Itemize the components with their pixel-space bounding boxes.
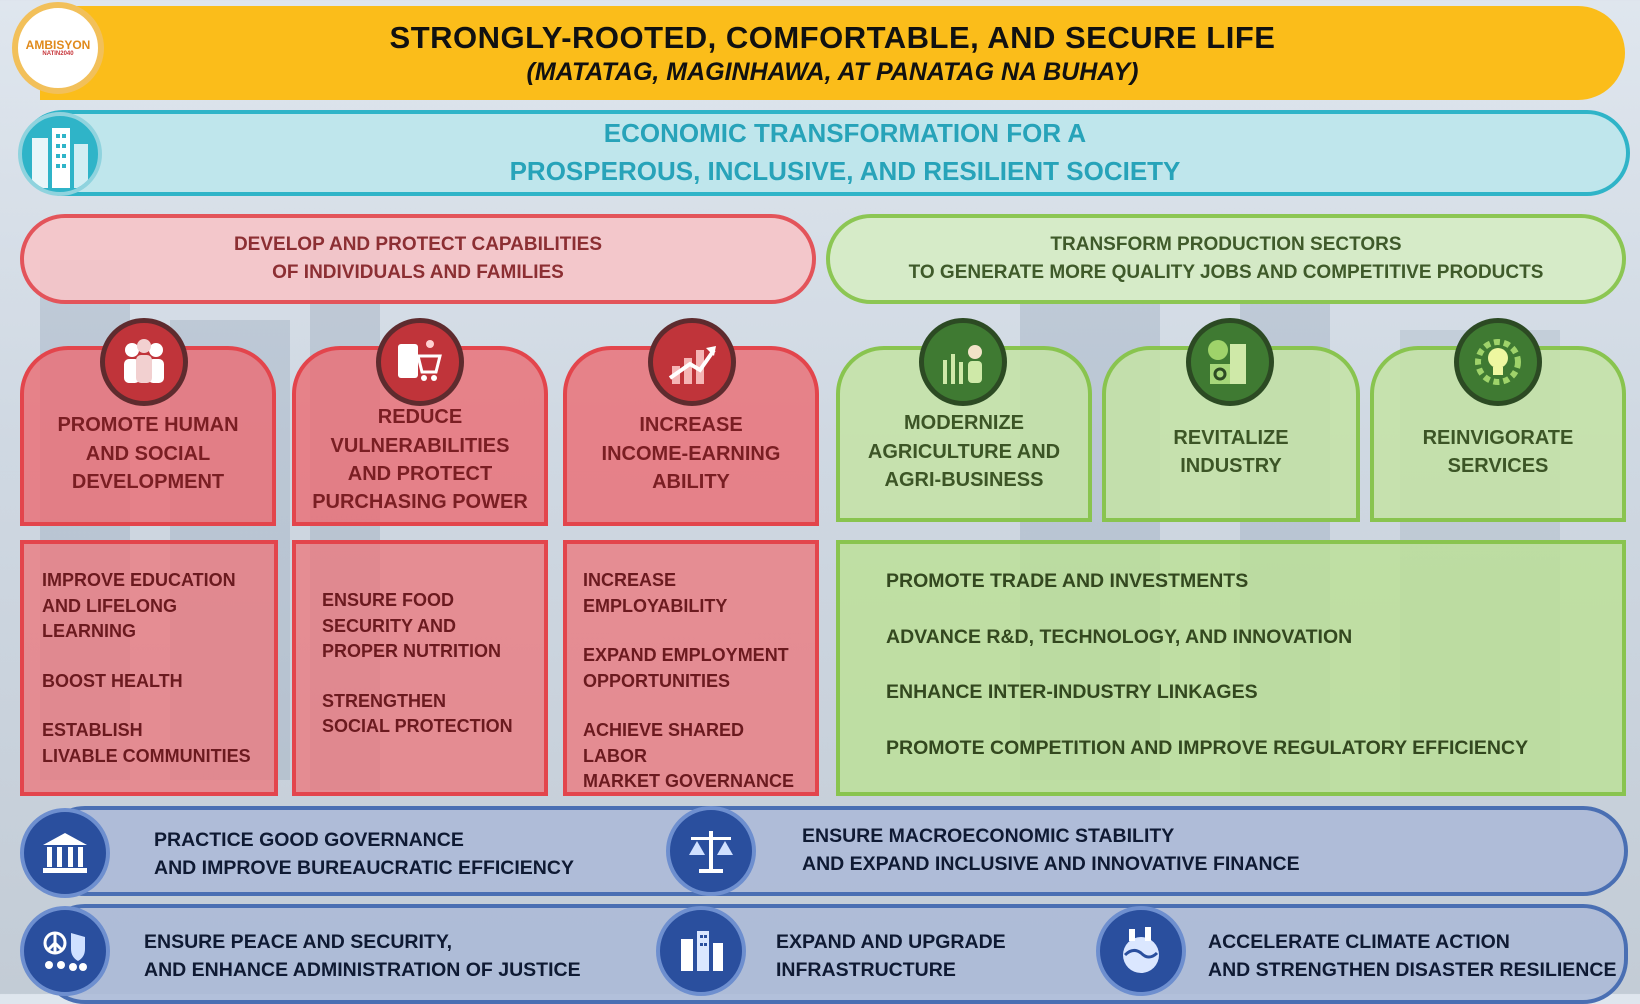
government-building-icon: [20, 808, 110, 898]
peace-security-text: ENSURE PEACE AND SECURITY, AND ENHANCE A…: [144, 928, 581, 985]
strategy-text: DEVELOPMENT: [71, 471, 225, 494]
economic-line-2: PROSPEROUS, INCLUSIVE, AND RESILIENT SOC…: [509, 156, 1181, 186]
detail-item: PROMOTE TRADE AND INVESTMENTS: [886, 570, 1249, 592]
detail-item: PROPER NUTRITION: [322, 641, 502, 662]
economic-transformation-banner: ECONOMIC TRANSFORMATION FOR A PROSPEROUS…: [20, 110, 1630, 196]
strategy-card-human-development: PROMOTE HUMAN AND SOCIAL DEVELOPMENT: [20, 346, 276, 526]
ambisyon-logo: AMBISYON NATIN2040: [12, 2, 104, 94]
logo-text: AMBISYON: [25, 38, 91, 52]
strategy-text: AND SOCIAL: [85, 442, 211, 465]
detail-item: ESTABLISH: [42, 720, 143, 741]
strategy-text: AGRI-BUSINESS: [884, 469, 1044, 492]
detail-item: STRENGTHEN: [322, 690, 447, 711]
agriculture-icon: [919, 318, 1007, 406]
capabilities-header: DEVELOP AND PROTECT CAPABILITIES OF INDI…: [20, 214, 816, 304]
climate-action-text: ACCELERATE CLIMATE ACTION AND STRENGTHEN…: [1208, 928, 1616, 985]
strategy-text: AND PROTECT: [347, 463, 493, 485]
production-sectors-header: TRANSFORM PRODUCTION SECTORS TO GENERATE…: [826, 214, 1626, 304]
title-banner: STRONGLY-ROOTED, COMFORTABLE, AND SECURE…: [40, 6, 1625, 100]
strategy-text: REDUCE: [377, 406, 463, 429]
detail-item: ENSURE FOOD: [322, 590, 455, 610]
detail-item: LEARNING: [42, 621, 136, 642]
production-details: PROMOTE TRADE AND INVESTMENTS ADVANCE R&…: [836, 540, 1626, 796]
strategy-text: PURCHASING POWER: [312, 491, 528, 514]
strategy-text: INCREASE: [639, 414, 743, 437]
strategy-text: MODERNIZE: [904, 412, 1024, 435]
balance-scale-icon: [666, 806, 756, 896]
strategy-text: REINVIGORATE: [1422, 426, 1574, 449]
vulnerabilities-details: ENSURE FOOD SECURITY AND PROPER NUTRITIO…: [292, 540, 548, 796]
production-line-2: TO GENERATE MORE QUALITY JOBS AND COMPET…: [908, 262, 1544, 283]
enabler-line: AND STRENGTHEN DISASTER RESILIENCE: [1208, 959, 1617, 982]
enabler-line: EXPAND AND UPGRADE: [776, 931, 1006, 953]
governance-text: PRACTICE GOOD GOVERNANCE AND IMPROVE BUR…: [154, 826, 574, 883]
detail-item: OPPORTUNITIES: [583, 670, 731, 691]
strategy-text: ABILITY: [652, 471, 730, 494]
strategy-card-services: REINVIGORATE SERVICES: [1370, 346, 1626, 522]
economic-line-1: ECONOMIC TRANSFORMATION FOR A: [603, 118, 1087, 149]
production-line-1: TRANSFORM PRODUCTION SECTORS: [1050, 233, 1402, 255]
enabler-line: PRACTICE GOOD GOVERNANCE: [154, 829, 464, 851]
detail-item: PROMOTE COMPETITION AND IMPROVE REGULATO…: [886, 737, 1529, 760]
detail-item: LIVABLE COMMUNITIES: [42, 745, 251, 766]
detail-item: MARKET GOVERNANCE: [583, 771, 795, 792]
detail-item: SOCIAL PROTECTION: [322, 716, 513, 737]
income-earning-details: INCREASE EMPLOYABILITY EXPAND EMPLOYMENT…: [563, 540, 819, 796]
enabler-band-row-1: PRACTICE GOOD GOVERNANCE AND IMPROVE BUR…: [40, 806, 1628, 896]
detail-item: ADVANCE R&D, TECHNOLOGY, AND INNOVATION: [886, 625, 1353, 648]
detail-item: INCREASE: [583, 570, 677, 590]
capabilities-line-1: DEVELOP AND PROTECT CAPABILITIES: [233, 233, 603, 255]
enabler-line: AND IMPROVE BUREAUCRATIC EFFICIENCY: [154, 857, 574, 880]
enabler-band-row-2: ENSURE PEACE AND SECURITY, AND ENHANCE A…: [40, 904, 1628, 1004]
skyscraper-icon: [18, 112, 102, 196]
people-icon: [100, 318, 188, 406]
detail-item: EXPAND EMPLOYMENT: [583, 645, 789, 666]
detail-item: ENHANCE INTER-INDUSTRY LINKAGES: [886, 681, 1258, 704]
enabler-line: AND ENHANCE ADMINISTRATION OF JUSTICE: [144, 959, 581, 982]
strategy-text: AGRICULTURE AND: [867, 440, 1061, 463]
strategy-text: PROMOTE HUMAN: [57, 414, 239, 437]
peace-shield-icon: [20, 906, 110, 996]
main-title: STRONGLY-ROOTED, COMFORTABLE, AND SECURE…: [389, 19, 1276, 55]
detail-item: AND LIFELONG: [42, 595, 177, 616]
infrastructure-text: EXPAND AND UPGRADE INFRASTRUCTURE: [776, 928, 1006, 985]
detail-item: ACHIEVE SHARED LABOR: [583, 720, 745, 766]
strategy-text: SERVICES: [1447, 455, 1549, 477]
detail-item: BOOST HEALTH: [42, 670, 183, 691]
capabilities-line-2: OF INDIVIDUALS AND FAMILIES: [272, 262, 564, 283]
industry-icon: [1186, 318, 1274, 406]
strategy-card-agriculture: MODERNIZE AGRICULTURE AND AGRI-BUSINESS: [836, 346, 1092, 522]
city-infrastructure-icon: [656, 906, 746, 996]
detail-item: SECURITY AND: [322, 615, 457, 636]
enabler-line: INFRASTRUCTURE: [776, 959, 956, 982]
enabler-line: ENSURE MACROECONOMIC STABILITY: [802, 825, 1175, 847]
strategy-text: VULNERABILITIES: [330, 434, 510, 457]
macroeconomic-text: ENSURE MACROECONOMIC STABILITY AND EXPAN…: [802, 822, 1300, 879]
logo-subtext: NATIN2040: [42, 51, 74, 57]
subtitle: (MATATAG, MAGINHAWA, AT PANATAG NA BUHAY…: [526, 57, 1139, 86]
enabler-line: AND EXPAND INCLUSIVE AND INNOVATIVE FINA…: [802, 853, 1300, 876]
strategy-text: REVITALIZE: [1173, 426, 1289, 449]
lightbulb-gear-icon: [1454, 318, 1542, 406]
human-development-details: IMPROVE EDUCATION AND LIFELONG LEARNING …: [20, 540, 278, 796]
enabler-line: ACCELERATE CLIMATE ACTION: [1208, 931, 1510, 953]
growth-chart-icon: [648, 318, 736, 406]
shopping-cart-icon: [376, 318, 464, 406]
enabler-line: ENSURE PEACE AND SECURITY,: [144, 931, 453, 953]
strategy-text: INDUSTRY: [1180, 455, 1282, 477]
globe-climate-icon: [1096, 906, 1186, 996]
strategy-text: INCOME-EARNING: [601, 442, 781, 465]
detail-item: IMPROVE EDUCATION: [42, 570, 236, 590]
detail-item: EMPLOYABILITY: [583, 595, 728, 616]
